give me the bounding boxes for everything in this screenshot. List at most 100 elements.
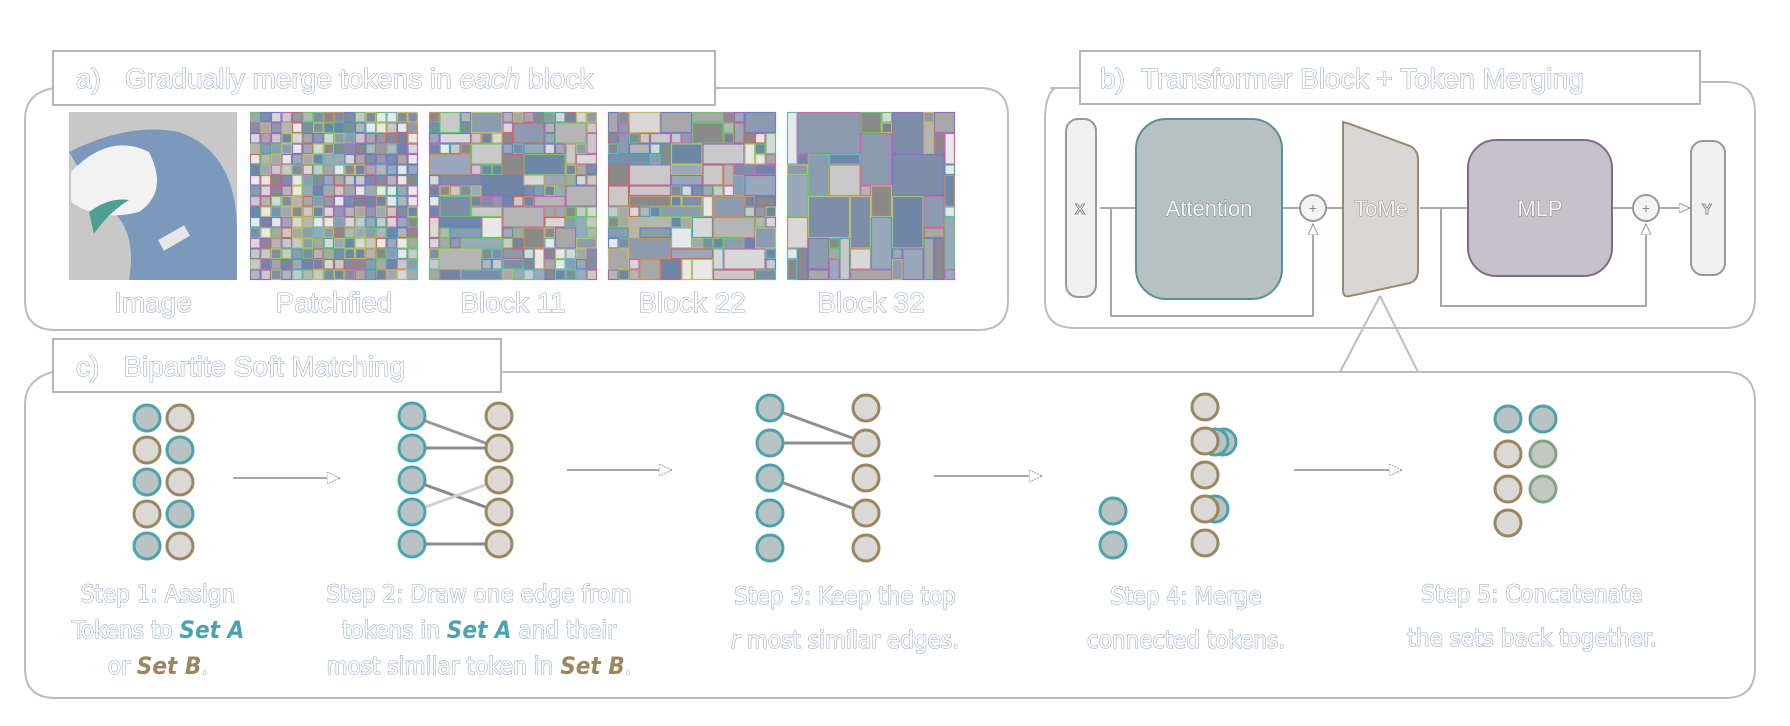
token-patch — [628, 185, 672, 197]
caption-line: Step 5: Concatenate — [1421, 580, 1642, 608]
token-patch — [586, 206, 598, 218]
token-patch — [554, 143, 566, 155]
token-patch — [439, 195, 472, 218]
token-patch — [765, 216, 777, 228]
token-patch — [828, 164, 861, 197]
token-patch — [481, 164, 493, 176]
token-patch — [502, 132, 514, 144]
token-patch — [828, 258, 840, 281]
token-patch — [786, 111, 798, 165]
token-patch — [944, 174, 956, 207]
panel-b-frame — [1044, 81, 1756, 329]
token-patch — [386, 227, 398, 239]
caption-image: Image — [114, 287, 192, 318]
token-patch — [344, 195, 356, 207]
token-patch — [512, 111, 524, 123]
token-patch — [249, 132, 261, 144]
token-patch — [639, 227, 672, 239]
token-patch — [291, 185, 303, 197]
token-patch — [933, 132, 945, 155]
token-patch — [439, 132, 472, 144]
token-patch — [554, 227, 577, 249]
token-patch — [618, 111, 630, 123]
token-patch — [670, 164, 703, 176]
token-patch — [302, 132, 314, 144]
token-patch — [396, 206, 408, 218]
token-patch — [586, 269, 598, 281]
token-patch — [375, 206, 387, 218]
token-patch — [333, 153, 345, 165]
panel-a-title-box — [52, 50, 716, 106]
token-patch — [439, 143, 451, 155]
token-patch — [260, 185, 272, 197]
panel-c: c)Bipartite Soft Matching Step 1: Assign… — [24, 338, 1756, 699]
token-patch — [312, 132, 324, 144]
caption-line: Step 1: Assign — [81, 580, 236, 608]
token-patch — [754, 164, 777, 176]
token-patch — [575, 206, 587, 218]
token-patch — [428, 174, 440, 186]
dog-tongue — [89, 199, 129, 234]
token-patch — [365, 122, 377, 134]
caption-line: r most similar edges. — [731, 626, 959, 654]
token-patch — [649, 153, 661, 165]
token-patch — [744, 132, 756, 144]
token-patch — [860, 185, 872, 197]
token-patch — [828, 248, 840, 260]
token-patch — [312, 248, 324, 260]
token-patch — [628, 195, 672, 207]
token-patch — [302, 174, 314, 186]
token-patch — [544, 185, 556, 197]
token-patch — [754, 143, 766, 155]
token-patch — [565, 164, 577, 176]
token-set-b — [1493, 439, 1523, 469]
token-patch — [554, 206, 566, 218]
token-patch — [312, 174, 324, 186]
panel-b-title-box — [1079, 50, 1701, 105]
caption-block-11: Block 11 — [460, 287, 565, 318]
panel-c-title: c)Bipartite Soft Matching — [76, 351, 405, 382]
token-patch — [460, 185, 472, 197]
token-patch — [302, 153, 314, 165]
token-patch — [260, 122, 272, 134]
token-patch — [260, 143, 272, 155]
token-patch — [544, 111, 556, 123]
token-patch — [375, 132, 387, 144]
token-patch — [744, 195, 756, 207]
token-patch — [270, 122, 282, 134]
token-patch — [891, 248, 903, 260]
token-patch — [565, 258, 577, 270]
token-patch — [396, 216, 408, 228]
token-patch — [902, 248, 924, 281]
token-patch — [428, 258, 440, 270]
token-patch — [291, 269, 303, 281]
token-patch — [281, 132, 293, 144]
token-patch — [396, 258, 408, 270]
token-patch — [533, 111, 545, 123]
vis-block-11: Block 11 — [428, 111, 598, 319]
merged-token — [1528, 439, 1558, 469]
token-patch — [933, 111, 956, 134]
token-patch — [586, 227, 598, 239]
token-patch — [449, 143, 461, 155]
panel-c-frame — [24, 371, 1756, 699]
token-patch — [407, 122, 419, 134]
token-set-b — [484, 401, 514, 431]
token-patch — [249, 206, 261, 218]
token-patch — [344, 174, 356, 186]
token-patch — [807, 195, 851, 239]
token-patch — [270, 206, 282, 218]
token-patch — [281, 248, 293, 260]
token-patch — [354, 195, 366, 207]
token-patch — [607, 153, 651, 165]
caption-text: Step 3: Keep the top — [734, 582, 956, 610]
token-patch — [344, 258, 356, 270]
token-patch — [870, 185, 893, 218]
token-patch — [333, 237, 345, 249]
token-patch — [312, 122, 324, 134]
caption-line: Tokens to Set A — [71, 616, 244, 644]
token-patch — [407, 143, 419, 155]
token-patch — [386, 174, 398, 186]
